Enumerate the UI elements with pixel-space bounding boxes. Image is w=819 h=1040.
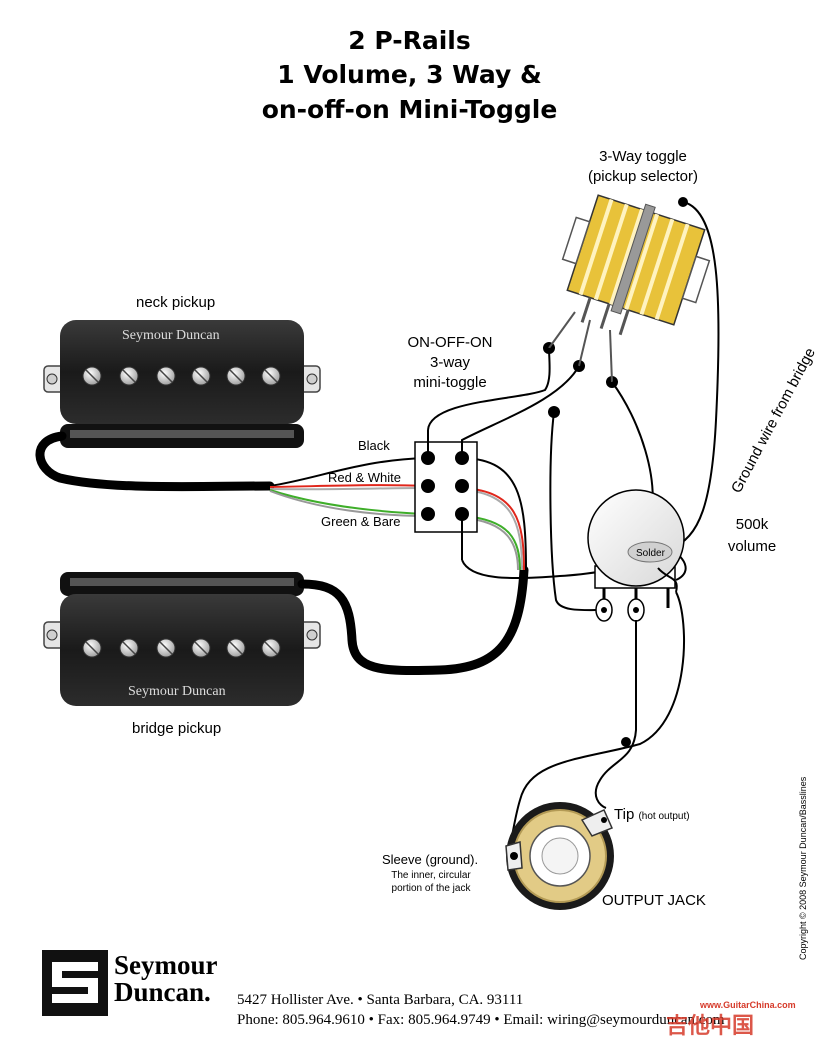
bridge-pickup [43, 572, 321, 706]
seymour-duncan-logo [42, 950, 108, 1016]
bridge-pickup-brand: Seymour Duncan [128, 684, 226, 699]
output-jack-label: OUTPUT JACK [602, 892, 706, 909]
tip-note: (hot output) [638, 811, 690, 822]
bridge-pickup-label: bridge pickup [132, 720, 222, 737]
mini-toggle-label-1: ON-OFF-ON [407, 334, 493, 351]
three-way-label-2: (pickup selector) [587, 168, 699, 185]
copyright-text: Copyright © 2008 Seymour Duncan/Bassline… [798, 776, 808, 960]
tip-text: Tip [614, 806, 635, 823]
mini-toggle-label-2: 3-way [429, 354, 470, 371]
sleeve-label-1: Sleeve (ground). [382, 852, 479, 867]
sleeve-label-2: The inner, circular [391, 870, 471, 881]
black-wire-label: Black [358, 438, 390, 453]
watermark-sub: www.GuitarChina.com [700, 1000, 796, 1010]
neck-pickup [43, 320, 321, 448]
green-bare-wire-label: Green & Bare [321, 514, 401, 529]
neck-cable [35, 431, 275, 492]
neck-pickup-label: neck pickup [136, 294, 216, 311]
brand-line-1: Seymour [114, 950, 218, 980]
tip-label: Tip (hot output) [614, 806, 690, 823]
neck-pickup-brand: Seymour Duncan [122, 328, 220, 343]
volume-label-2: volume [727, 538, 777, 555]
three-way-label-1: 3-Way toggle [599, 148, 687, 165]
mini-toggle-label-3: mini-toggle [413, 374, 487, 391]
brand-wordmark: Seymour Duncan. [114, 952, 218, 1006]
footer-phone: Phone: 805.964.9610 • Fax: 805.964.9749 … [237, 1012, 725, 1028]
solder-label: Solder [636, 548, 665, 559]
three-way-toggle [561, 194, 711, 336]
title-line-2: 1 Volume, 3 Way & [277, 60, 542, 89]
title-line-1: 2 P-Rails [348, 26, 471, 55]
watermark-text: 吉他中国 [666, 1014, 755, 1039]
footer-address: 5427 Hollister Ave. • Santa Barbara, CA.… [237, 992, 524, 1008]
output-jack [505, 802, 614, 910]
sleeve-label-3: portion of the jack [391, 883, 471, 894]
volume-pot [587, 489, 685, 622]
volume-label-1: 500k [735, 516, 769, 533]
brand-line-2: Duncan. [114, 977, 211, 1007]
red-white-wire-label: Red & White [328, 470, 401, 485]
title-line-3: on-off-on Mini-Toggle [261, 95, 558, 124]
bridge-cable [297, 565, 529, 676]
mini-toggle-switch [414, 430, 478, 560]
